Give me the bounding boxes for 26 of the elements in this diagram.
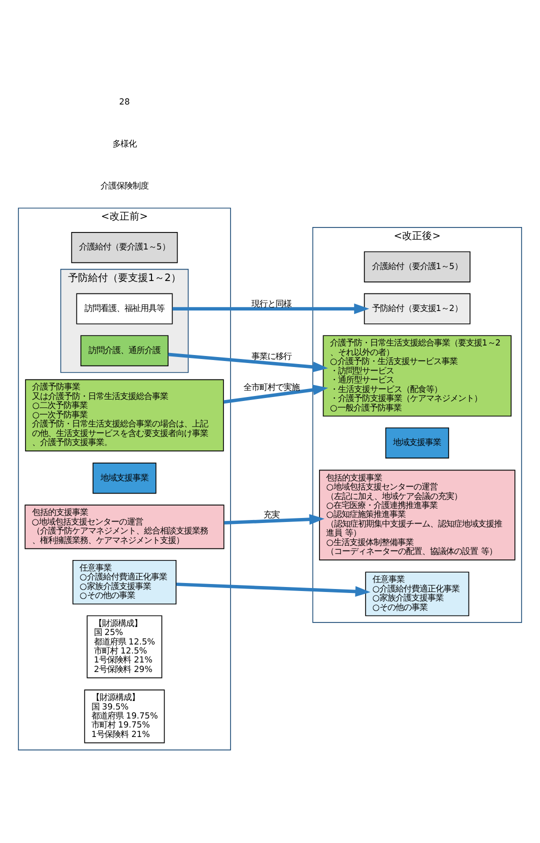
node-box: 訪問介護、通所介護 <box>80 334 169 366</box>
edge-label: 全市町村で実施 <box>244 382 300 392</box>
arrow <box>224 384 328 404</box>
node-box: 介護予防事業 又は介護予防・日常生活支援総合事業 ○二次予防事業 ○一次予防事業 介護予防・日常生活支援総合事業の場合は、上記の他、生活支援サービスを含む要支援者向け事業、介護予防支援事業。 <box>25 378 224 451</box>
node-box: 地域支援事業 <box>385 426 450 458</box>
node-box: 【財源構成】 国 39.5% 都道府県 19.75% 市町村 19.75% 1号保険料 21% <box>84 689 165 743</box>
label: 多様化 <box>112 138 136 148</box>
node-box: 訪問看護、福祉用具等 <box>76 292 173 324</box>
node-box: 【財源構成】 国 25% 都道府県 12.5% 市町村 12.5% 1号保険料 21% 2号保険料 29% <box>86 614 162 678</box>
node-box: 地域支援事業 <box>92 462 156 494</box>
edge-label: 現行と同様 <box>252 298 292 308</box>
arrow <box>224 514 324 524</box>
node-box: 包括的支援事業 ○地域包括支援センターの運営 （介護予防ケアマネジメント、総合相談支援業務、権利擁護業務、ケアマネジメント支援） <box>24 504 224 549</box>
node-box: 予防給付（要支援1～2） <box>364 292 470 324</box>
label: 介護保険制度 <box>100 180 148 190</box>
arrow <box>176 582 370 596</box>
node-box: 包括的支援事業 ○地域包括支援センターの運営 （左記に加え、地域ケア会議の充実） ○在宅医療・介護連携推進事業 ○認知症施策推進事業 （認知症初期集中支援チーム、認知症地域支援推進員 等） ○生活支援体制整備事業 （コーディネーターの配置、協議体の設置 等） <box>319 469 516 560</box>
arrow <box>168 352 328 372</box>
node-box: 任意事業 ○介護給付費適正化事業 ○家族介護支援事業 ○その他の事業 <box>72 559 176 604</box>
node-box: 任意事業 ○介護給付費適正化事業 ○家族介護支援事業 ○その他の事業 <box>365 571 470 616</box>
arrow <box>172 302 370 314</box>
node-box: 介護給付（要介護1～5） <box>364 250 470 282</box>
edge-label: 充実 <box>264 509 280 520</box>
edge-label: 事業に移行 <box>252 350 292 361</box>
label: 28 <box>119 96 130 106</box>
node-box: 介護給付（要介護1～5） <box>71 232 178 263</box>
